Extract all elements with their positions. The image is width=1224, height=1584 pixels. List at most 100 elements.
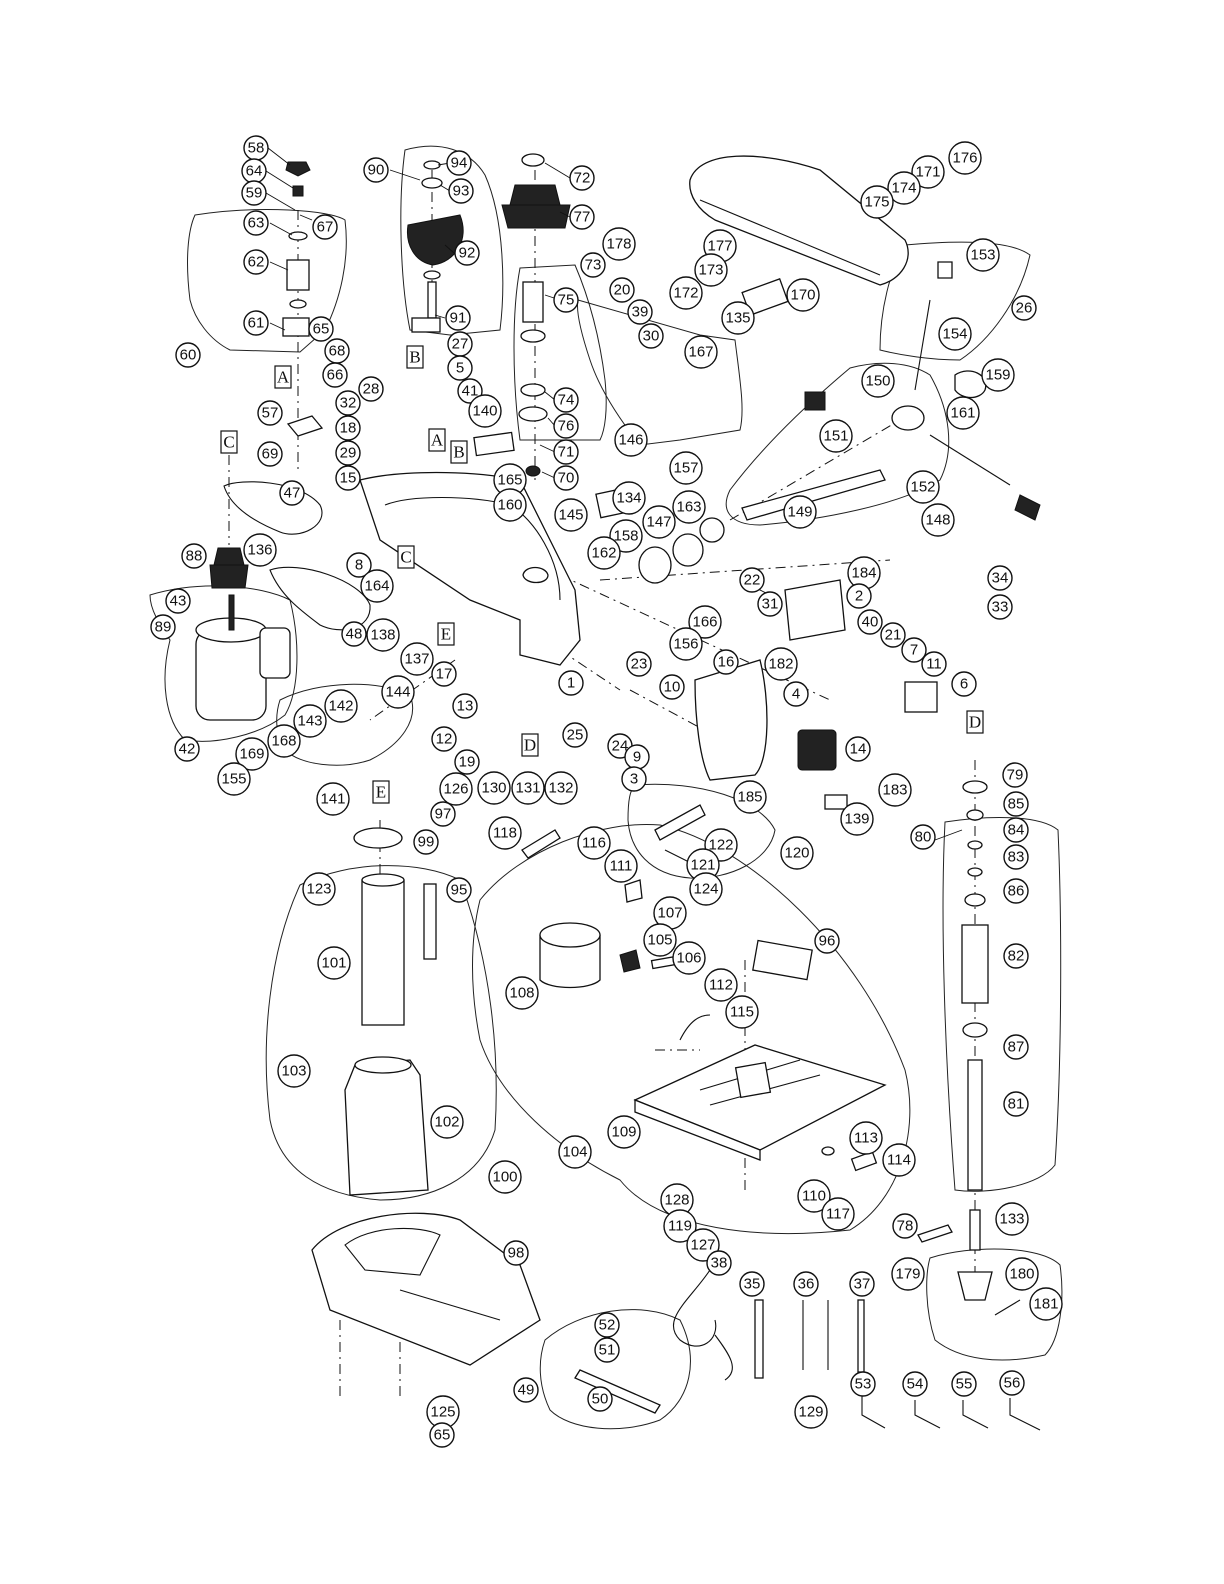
callout-number: 146 bbox=[618, 432, 643, 449]
callout-circle bbox=[181, 543, 207, 569]
callout-number: 81 bbox=[1008, 1096, 1025, 1113]
callout-circle bbox=[454, 749, 480, 775]
part-callout-104: 104 bbox=[558, 1135, 592, 1169]
callout-number: 139 bbox=[844, 811, 869, 828]
part-callout-113: 113 bbox=[849, 1121, 883, 1155]
callout-circle bbox=[669, 276, 703, 310]
callout-circle bbox=[1003, 817, 1029, 843]
callout-circle bbox=[335, 390, 361, 416]
callout-number: 92 bbox=[459, 245, 476, 262]
callout-number: 126 bbox=[443, 781, 468, 798]
callout-number: 74 bbox=[558, 392, 575, 409]
callout-circle bbox=[493, 488, 527, 522]
part-callout-88: 88 bbox=[181, 543, 207, 569]
callout-number: 98 bbox=[508, 1245, 525, 1262]
part-callout-167: 167 bbox=[684, 335, 718, 369]
callout-number: 58 bbox=[248, 140, 265, 157]
part-callout-136: 136 bbox=[243, 533, 277, 567]
callout-number: 69 bbox=[262, 446, 279, 463]
part-callout-148: 148 bbox=[921, 503, 955, 537]
callout-number: 20 bbox=[614, 282, 631, 299]
part-callout-86: 86 bbox=[1003, 878, 1029, 904]
callout-circle bbox=[966, 238, 1000, 272]
callout-circle bbox=[448, 178, 474, 204]
callout-number: 85 bbox=[1008, 796, 1025, 813]
callout-circle bbox=[505, 976, 539, 1010]
callout-number: 110 bbox=[802, 1188, 826, 1205]
callout-circle bbox=[878, 773, 912, 807]
part-callout-150: 150 bbox=[861, 364, 895, 398]
callout-number: 65 bbox=[434, 1427, 451, 1444]
callout-circle bbox=[910, 824, 936, 850]
callout-circle bbox=[257, 441, 283, 467]
callout-circle bbox=[277, 1054, 311, 1088]
callout-number: 83 bbox=[1008, 849, 1025, 866]
callout-number: 143 bbox=[297, 713, 322, 730]
section-tag-c: C bbox=[220, 430, 238, 454]
part-callout-32: 32 bbox=[335, 390, 361, 416]
callout-number: 16 bbox=[718, 654, 735, 671]
callout-number: 71 bbox=[558, 444, 575, 461]
callout-circle bbox=[503, 1240, 529, 1266]
callout-circle bbox=[175, 342, 201, 368]
part-callout-76: 76 bbox=[553, 413, 579, 439]
callout-number: 55 bbox=[956, 1376, 973, 1393]
callout-number: 106 bbox=[676, 950, 701, 967]
callout-number: 57 bbox=[262, 405, 279, 422]
part-callout-121: 121 bbox=[686, 848, 720, 882]
part-callout-70: 70 bbox=[553, 465, 579, 491]
callout-circle bbox=[669, 627, 703, 661]
part-callout-107: 107 bbox=[653, 896, 687, 930]
part-callout-65: 65 bbox=[308, 316, 334, 342]
callout-number: 121 bbox=[690, 857, 715, 874]
section-tag-a: A bbox=[274, 365, 292, 389]
callout-number: 24 bbox=[612, 738, 629, 755]
callout-circle bbox=[488, 1160, 522, 1194]
callout-circle bbox=[786, 278, 820, 312]
callout-circle bbox=[793, 1271, 819, 1297]
callout-circle bbox=[279, 480, 305, 506]
callout-circle bbox=[1003, 1034, 1029, 1060]
callout-circle bbox=[257, 400, 283, 426]
part-callout-10: 10 bbox=[659, 674, 685, 700]
callout-number: 8 bbox=[355, 557, 363, 574]
callout-circle bbox=[468, 394, 502, 428]
callout-number: 75 bbox=[558, 292, 575, 309]
part-callout-69: 69 bbox=[257, 441, 283, 467]
callout-number: 9 bbox=[633, 749, 641, 766]
callout-number: 116 bbox=[582, 835, 606, 852]
callout-circle bbox=[580, 252, 606, 278]
callout-number: 23 bbox=[631, 656, 648, 673]
section-tag-box bbox=[372, 780, 390, 804]
callout-circle bbox=[1002, 762, 1028, 788]
callout-circle bbox=[312, 214, 338, 240]
callout-number: 41 bbox=[462, 383, 479, 400]
callout-circle bbox=[607, 1115, 641, 1149]
callout-circle bbox=[704, 968, 738, 1002]
part-callout-95: 95 bbox=[446, 877, 472, 903]
part-callout-68: 68 bbox=[324, 338, 350, 364]
section-tag-box bbox=[406, 345, 424, 369]
callout-number: 137 bbox=[404, 651, 429, 668]
callout-circle bbox=[845, 736, 871, 762]
part-callout-101: 101 bbox=[317, 946, 351, 980]
callout-circle bbox=[446, 877, 472, 903]
callout-number: 79 bbox=[1007, 767, 1024, 784]
callout-circle bbox=[713, 649, 739, 675]
section-tag-box bbox=[966, 710, 984, 734]
part-callout-184: 184 bbox=[847, 556, 881, 590]
part-callout-31: 31 bbox=[757, 591, 783, 617]
part-callout-1: 1 bbox=[558, 670, 584, 696]
callout-number: 15 bbox=[340, 470, 357, 487]
callout-circle bbox=[358, 376, 384, 402]
callout-circle bbox=[308, 316, 334, 342]
callout-number: 27 bbox=[452, 336, 469, 353]
callout-circle bbox=[860, 185, 894, 219]
callout-number: 136 bbox=[247, 542, 272, 559]
callout-number: 138 bbox=[370, 627, 395, 644]
callout-number: 64 bbox=[246, 163, 263, 180]
callout-circle bbox=[346, 552, 372, 578]
callout-number: 22 bbox=[744, 572, 761, 589]
part-callout-40: 40 bbox=[857, 609, 883, 635]
